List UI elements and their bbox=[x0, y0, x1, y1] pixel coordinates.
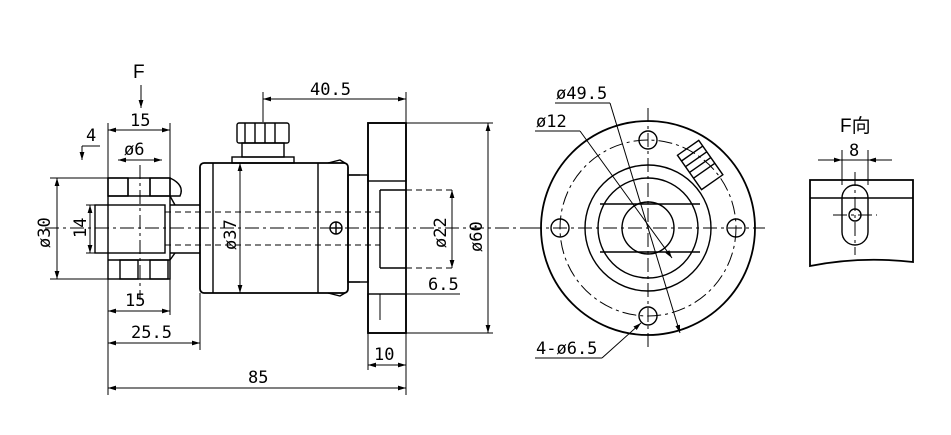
dim-phi6: ø6 bbox=[124, 140, 144, 160]
dim-10: 10 bbox=[374, 345, 394, 365]
mount-hole-left bbox=[550, 218, 570, 238]
dim-phi60: ø60 bbox=[467, 221, 487, 252]
mount-hole-top bbox=[638, 130, 658, 150]
dim-phi12: ø12 bbox=[536, 112, 567, 132]
sensor-body bbox=[199, 122, 369, 297]
dim-25-5: 25.5 bbox=[131, 323, 172, 343]
dim-15-top: 15 bbox=[130, 111, 150, 131]
dim-phi30: ø30 bbox=[35, 217, 55, 248]
f-direction-view: F向 8 bbox=[809, 115, 914, 268]
dim-40-5: 40.5 bbox=[310, 80, 351, 100]
side-view: F 40.5 4 15 ø6 ø30 14 ø37 ø22 bbox=[35, 62, 530, 395]
f-view-label: F向 bbox=[840, 115, 871, 137]
dim-14: 14 bbox=[71, 218, 91, 238]
dim-phi49-5: ø49.5 bbox=[556, 84, 607, 104]
dim-8: 8 bbox=[849, 141, 859, 161]
dim-4: 4 bbox=[86, 126, 96, 146]
mount-hole-bottom bbox=[638, 306, 658, 326]
dim-85: 85 bbox=[248, 368, 268, 388]
force-label: F bbox=[133, 62, 145, 83]
dim-holes: 4-ø6.5 bbox=[536, 339, 597, 359]
clevis bbox=[94, 177, 182, 280]
dim-15-bottom: 15 bbox=[125, 291, 145, 311]
dim-phi22: ø22 bbox=[431, 217, 451, 248]
mount-hole-right bbox=[726, 218, 746, 238]
front-view: ø49.5 ø12 4-ø6.5 bbox=[528, 84, 765, 359]
dim-6-5: 6.5 bbox=[428, 275, 459, 295]
dim-phi37: ø37 bbox=[221, 219, 241, 250]
